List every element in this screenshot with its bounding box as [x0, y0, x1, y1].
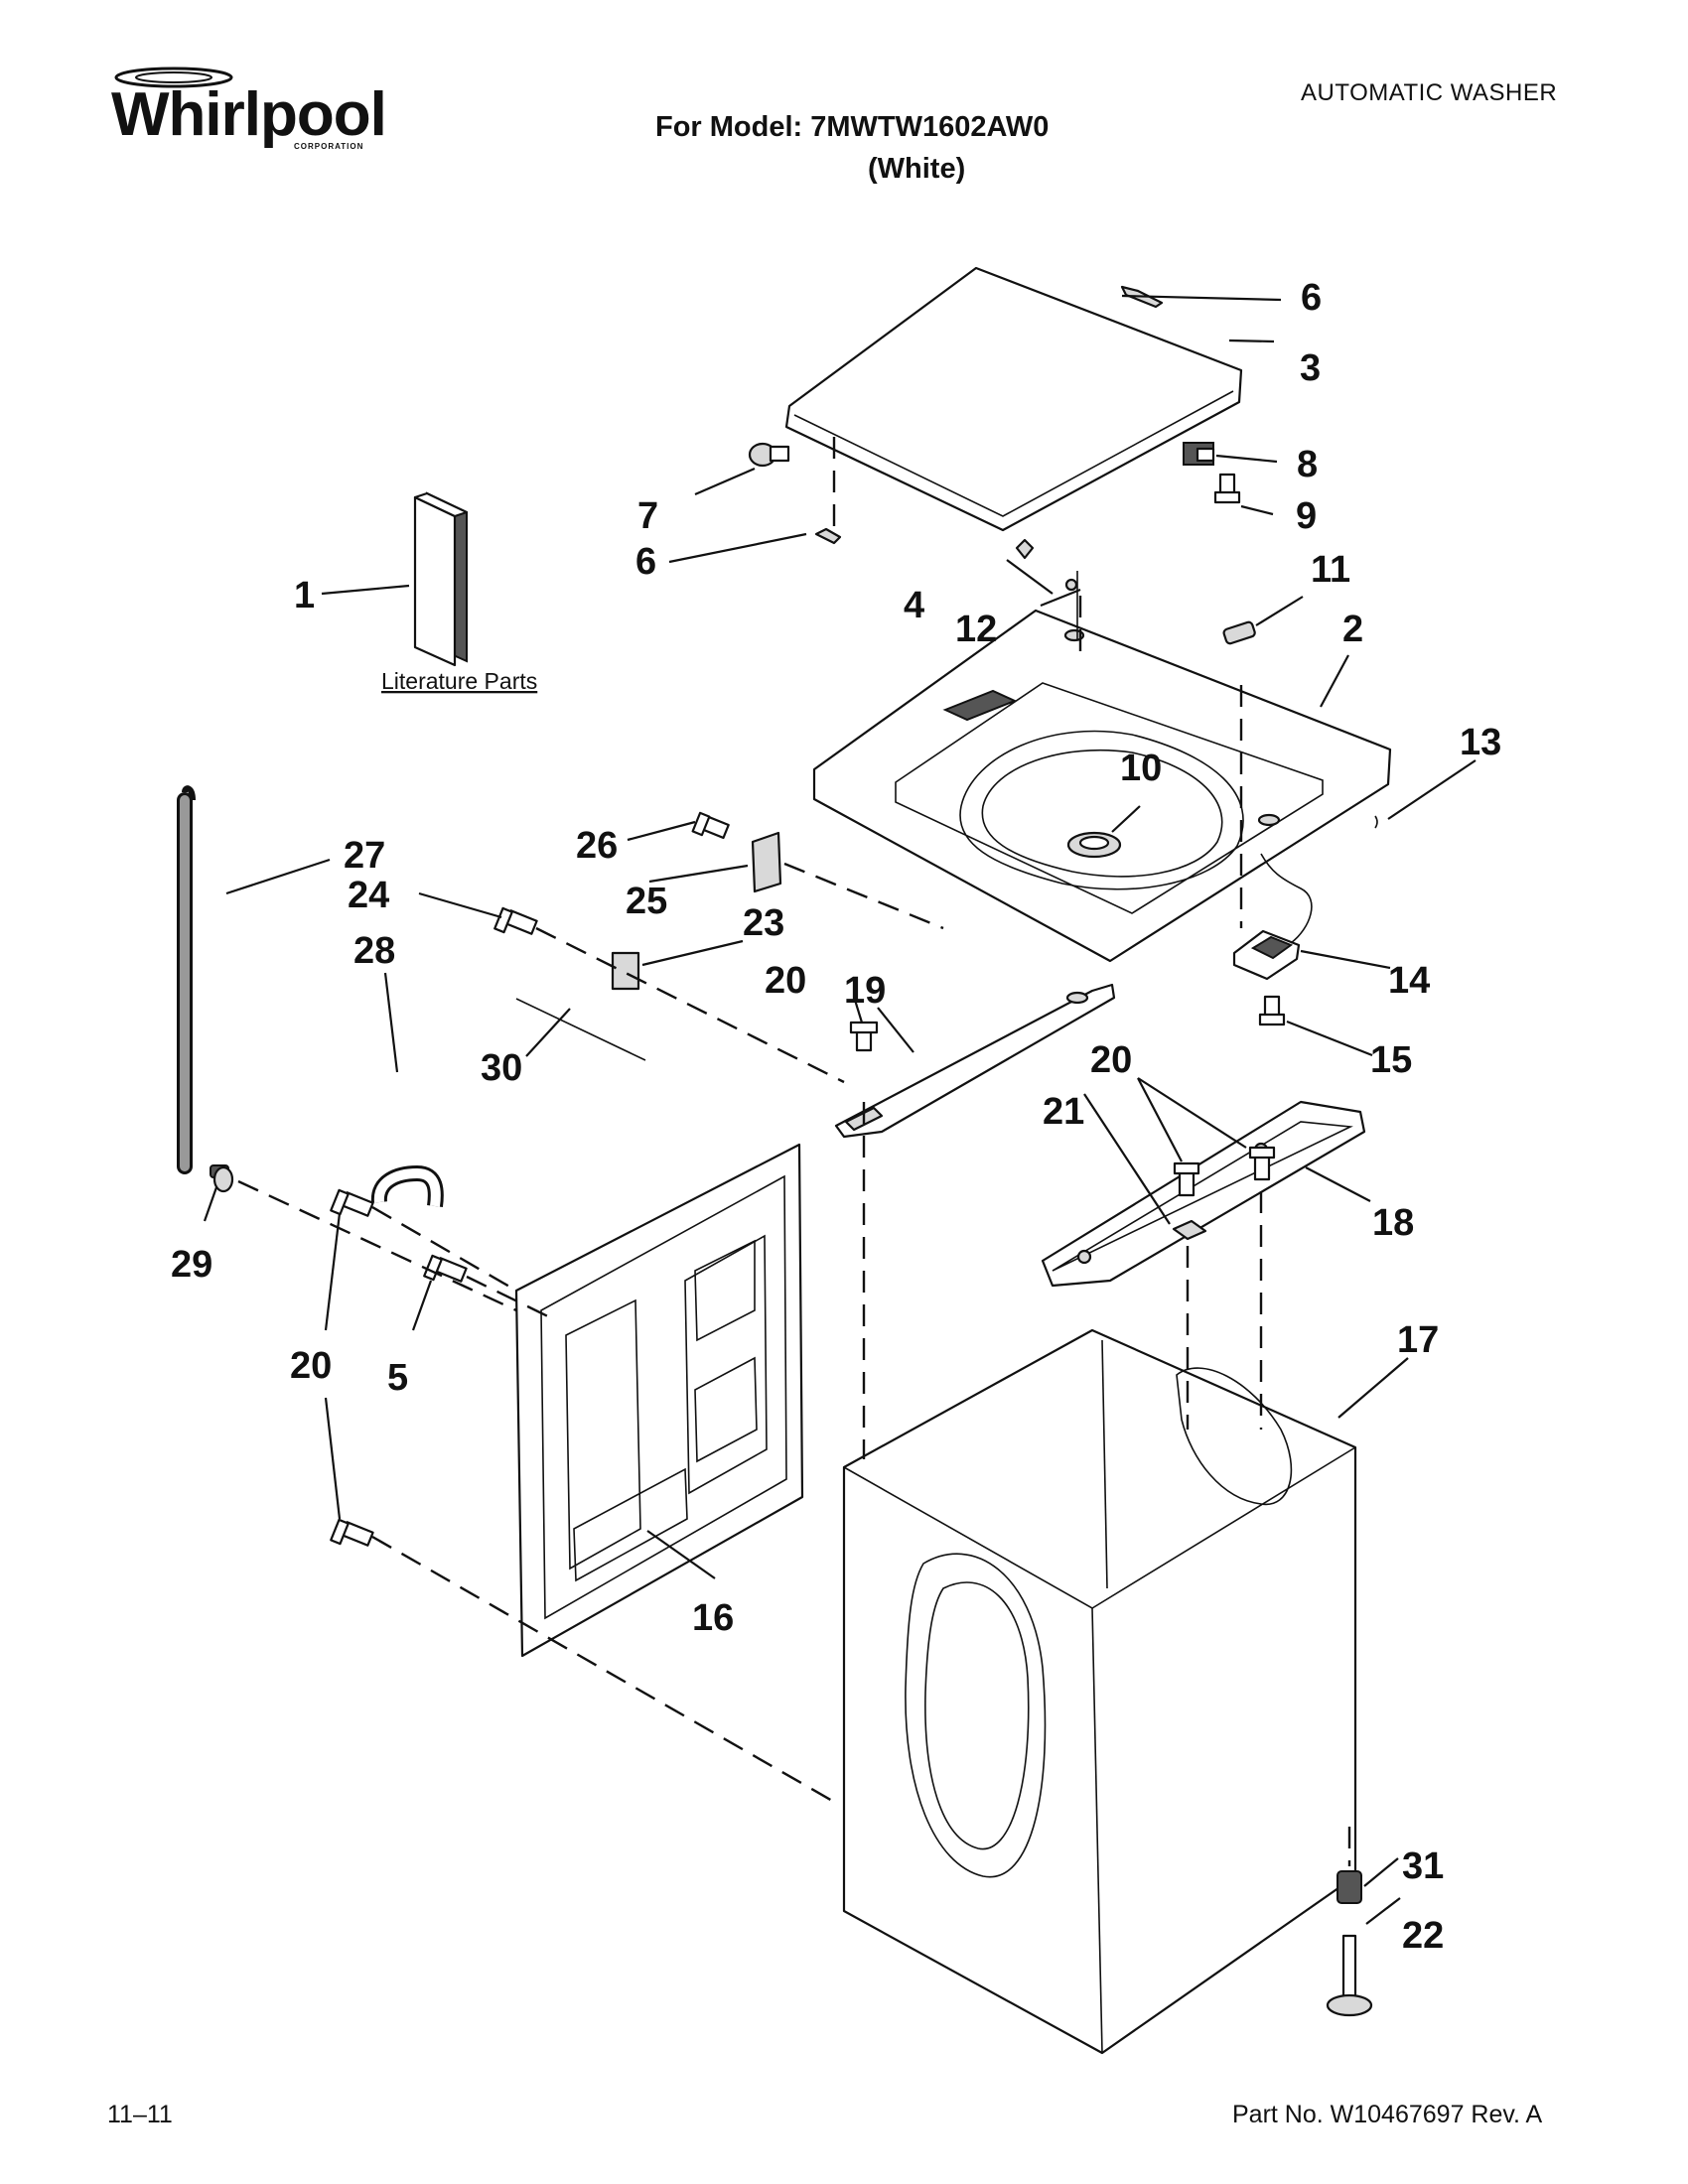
tie-wrap — [515, 998, 646, 1061]
panel-screw-20-upper — [330, 1188, 374, 1217]
support-screw-20b — [1173, 1161, 1200, 1197]
callout-12: 12 — [955, 609, 997, 650]
lid-switch — [1232, 853, 1313, 981]
callout-28: 28 — [353, 930, 395, 972]
clip-23 — [611, 951, 640, 991]
callout-leaders — [203, 294, 1477, 1925]
hose-form — [370, 1164, 444, 1208]
literature-booklet — [413, 491, 469, 667]
callout-18: 18 — [1372, 1202, 1414, 1244]
lid-switch-bracket — [1183, 442, 1215, 466]
cabinet — [842, 1328, 1357, 2055]
callout-26: 26 — [576, 825, 618, 867]
callout-11: 11 — [1311, 549, 1350, 591]
callout-25: 25 — [626, 881, 667, 922]
callout-5: 5 — [387, 1357, 408, 1399]
callout-1: 1 — [294, 575, 315, 616]
brand-wordmark: Whirlpool — [111, 80, 386, 149]
callout-31: 31 — [1402, 1845, 1444, 1887]
panel-screw-20-lower — [330, 1518, 374, 1547]
callout-17: 17 — [1397, 1319, 1439, 1361]
spring-clip — [1374, 815, 1378, 829]
callout-14: 14 — [1388, 960, 1430, 1002]
callout-19: 19 — [844, 970, 886, 1012]
callout-20-support: 20 — [765, 960, 806, 1002]
bracket-screw — [1213, 473, 1241, 504]
lid — [784, 266, 1243, 532]
callout-13: 13 — [1460, 722, 1501, 763]
lid-switch-actuator — [1222, 620, 1256, 645]
lid-hinge-clip-left — [814, 527, 842, 545]
panel-screw-5 — [423, 1254, 468, 1283]
bracket-screw-26 — [691, 811, 730, 840]
model-title: For Model: 7MWTW1602AW0 — [655, 111, 1050, 143]
rear-support — [1041, 1100, 1366, 1288]
document-part-number: Part No. W10467697 Rev. A — [1232, 2101, 1543, 2128]
switch-screw — [1258, 995, 1286, 1026]
callout-15: 15 — [1370, 1039, 1412, 1081]
callout-23: 23 — [743, 902, 784, 944]
leveling-foot — [1326, 1934, 1373, 2017]
callout-8: 8 — [1297, 444, 1318, 485]
product-type: AUTOMATIC WASHER — [1301, 79, 1558, 106]
callout-29: 29 — [171, 1244, 212, 1286]
callout-30: 30 — [481, 1047, 522, 1089]
callout-numbers: 1 2 3 4 5 6 6 7 8 9 10 11 12 13 14 15 16… — [171, 277, 1501, 1957]
callout-20-panel: 20 — [290, 1345, 332, 1387]
callout-24: 24 — [348, 875, 389, 916]
callout-9: 9 — [1296, 495, 1317, 537]
callout-3: 3 — [1300, 347, 1321, 389]
detergent-dispenser — [1066, 831, 1122, 859]
support-screw-20c — [1248, 1146, 1276, 1181]
callout-16: 16 — [692, 1597, 734, 1639]
assembly-lines — [237, 437, 1351, 1866]
callout-6-left: 6 — [635, 541, 656, 583]
lid-bumper — [1015, 538, 1035, 560]
brand-logo: Whirlpool CORPORATION — [111, 67, 387, 151]
lid-hinge-left — [748, 442, 790, 468]
callout-4: 4 — [904, 585, 924, 626]
support-screw-20 — [849, 1021, 879, 1052]
rear-panel — [514, 1143, 804, 1658]
brand-corporation: CORPORATION — [294, 142, 363, 151]
callout-2: 2 — [1342, 609, 1363, 650]
callout-27: 27 — [344, 835, 385, 877]
screw-24 — [493, 906, 538, 935]
callout-10: 10 — [1120, 748, 1162, 789]
drain-hose — [177, 785, 229, 1178]
callout-6-top: 6 — [1301, 277, 1322, 319]
clip-21 — [1172, 1219, 1207, 1241]
callout-21: 21 — [1043, 1091, 1084, 1133]
callout-20-rear: 20 — [1090, 1039, 1132, 1081]
model-color: (White) — [868, 153, 966, 185]
date-code: 11–11 — [107, 2101, 173, 2128]
wire-screw-12 — [1064, 578, 1078, 592]
foot-spacer — [1336, 1870, 1362, 1904]
hose-clamp — [212, 1165, 234, 1193]
callout-7: 7 — [637, 495, 658, 537]
callout-22: 22 — [1402, 1915, 1444, 1957]
top-panel — [812, 609, 1392, 963]
rear-bracket — [751, 831, 782, 893]
literature-parts-label: Literature Parts — [381, 668, 537, 694]
